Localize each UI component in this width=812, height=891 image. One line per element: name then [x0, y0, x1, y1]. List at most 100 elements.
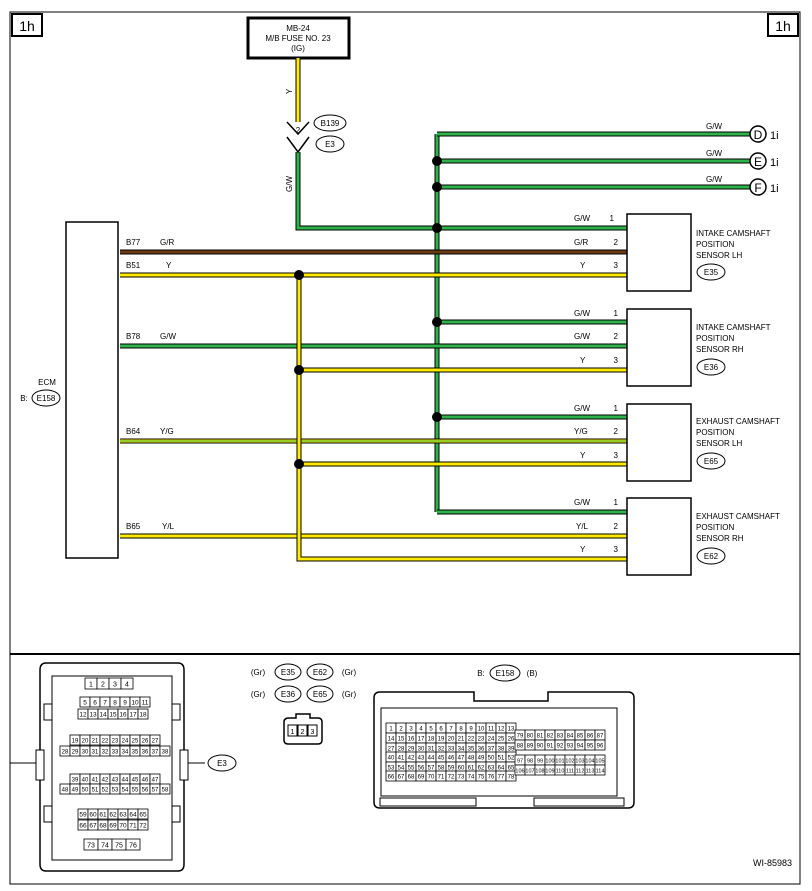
connector-pin: 58	[435, 761, 447, 773]
connector-pin: 18	[137, 708, 149, 720]
svg-text:55: 55	[132, 788, 139, 794]
connector-pin: 43	[109, 773, 121, 785]
svg-text:75: 75	[478, 775, 485, 781]
connector-pin: 18	[425, 732, 437, 744]
svg-text:108: 108	[535, 769, 544, 775]
svg-text:64: 64	[129, 812, 137, 819]
connector-pin: 15	[107, 708, 119, 720]
svg-text:E36: E36	[704, 363, 719, 372]
connector-pin: 102	[564, 754, 576, 766]
connector-pin: 48	[59, 783, 71, 795]
svg-text:B51: B51	[126, 261, 141, 270]
connector-pin: 17	[127, 708, 139, 720]
svg-text:111: 111	[566, 769, 574, 775]
svg-text:32: 32	[438, 747, 445, 753]
svg-text:38: 38	[162, 750, 169, 756]
svg-text:100: 100	[545, 759, 554, 765]
svg-text:G/W: G/W	[574, 332, 590, 341]
svg-text:Y/G: Y/G	[160, 427, 174, 436]
svg-text:17: 17	[418, 737, 425, 743]
svg-text:89: 89	[527, 744, 534, 750]
connector-pin: 38	[495, 742, 507, 754]
svg-text:SENSOR LH: SENSOR LH	[696, 251, 742, 260]
connector-pin: 100	[544, 754, 556, 766]
connector-pin: 31	[425, 742, 437, 754]
svg-text:3: 3	[614, 261, 619, 270]
connector-pin: 11	[139, 696, 151, 708]
svg-text:1: 1	[614, 404, 619, 413]
connector-pin: 66	[385, 770, 397, 782]
connector-pin: 62	[475, 761, 487, 773]
connector-pin: 57	[425, 761, 437, 773]
svg-text:57: 57	[428, 766, 435, 772]
svg-text:90: 90	[537, 744, 544, 750]
svg-text:(Gr): (Gr)	[342, 690, 357, 699]
connector-pin: 44	[425, 751, 437, 763]
svg-text:G/W: G/W	[574, 214, 590, 223]
connector-pin: 78	[505, 770, 517, 782]
svg-text:11: 11	[488, 727, 495, 733]
connector-pin: 89	[524, 739, 536, 751]
svg-text:Y: Y	[580, 261, 586, 270]
page-tag-right: 1h	[767, 13, 799, 37]
svg-text:3: 3	[614, 356, 619, 365]
svg-text:61: 61	[468, 766, 475, 772]
connector-pin: 25	[495, 732, 507, 744]
svg-text:G/R: G/R	[160, 238, 174, 247]
svg-text:POSITION: POSITION	[696, 334, 734, 343]
connector-pin: 66	[77, 819, 89, 831]
offpage-e: G/W E 1i	[706, 149, 779, 170]
svg-text:56: 56	[142, 788, 149, 794]
svg-text:86: 86	[587, 734, 594, 740]
svg-text:29: 29	[408, 747, 415, 753]
connector-pin: 7	[99, 696, 111, 708]
connector-pin: 61	[97, 808, 109, 820]
svg-text:53: 53	[112, 788, 119, 794]
svg-text:68: 68	[408, 775, 415, 781]
svg-text:17: 17	[129, 712, 137, 719]
svg-text:21: 21	[458, 737, 465, 743]
connector-pin: 34	[119, 745, 131, 757]
svg-text:14: 14	[99, 712, 107, 719]
connector-pin: 44	[119, 773, 131, 785]
connector-pin: 106	[514, 764, 526, 776]
svg-text:E36: E36	[281, 690, 296, 699]
connector-pin: 64	[127, 808, 139, 820]
svg-text:80: 80	[527, 734, 534, 740]
connector-pin: 75	[475, 770, 487, 782]
connector-pin: 32	[435, 742, 447, 754]
svg-text:43: 43	[418, 756, 425, 762]
svg-text:POSITION: POSITION	[696, 428, 734, 437]
connector-pin: 25	[129, 734, 141, 746]
connector-pin: 33	[109, 745, 121, 757]
svg-text:2: 2	[296, 126, 301, 135]
svg-text:68: 68	[99, 823, 107, 830]
svg-text:104: 104	[585, 759, 594, 765]
connector-pin: 80	[524, 729, 536, 741]
svg-text:B:: B:	[477, 669, 485, 678]
svg-text:63: 63	[488, 766, 495, 772]
svg-text:39: 39	[72, 778, 79, 784]
connector-pin: 1	[385, 722, 397, 734]
svg-text:73: 73	[87, 843, 95, 850]
connector-pin: 73	[455, 770, 467, 782]
svg-text:57: 57	[152, 788, 159, 794]
outer-frame	[9, 11, 801, 885]
svg-text:39: 39	[508, 747, 515, 753]
svg-text:49: 49	[72, 788, 79, 794]
svg-text:15: 15	[398, 737, 405, 743]
svg-text:94: 94	[577, 744, 584, 750]
connector-pin: 33	[445, 742, 457, 754]
svg-text:69: 69	[418, 775, 425, 781]
svg-text:EXHAUST CAMSHAFT: EXHAUST CAMSHAFT	[696, 417, 780, 426]
splice-points	[294, 156, 442, 469]
svg-text:56: 56	[418, 766, 425, 772]
svg-text:1: 1	[291, 729, 295, 736]
connector-pin: 12	[77, 708, 89, 720]
svg-text:Y/L: Y/L	[576, 522, 589, 531]
svg-text:SENSOR RH: SENSOR RH	[696, 345, 744, 354]
svg-text:46: 46	[142, 778, 149, 784]
svg-text:36: 36	[478, 747, 485, 753]
svg-text:3: 3	[113, 682, 117, 689]
